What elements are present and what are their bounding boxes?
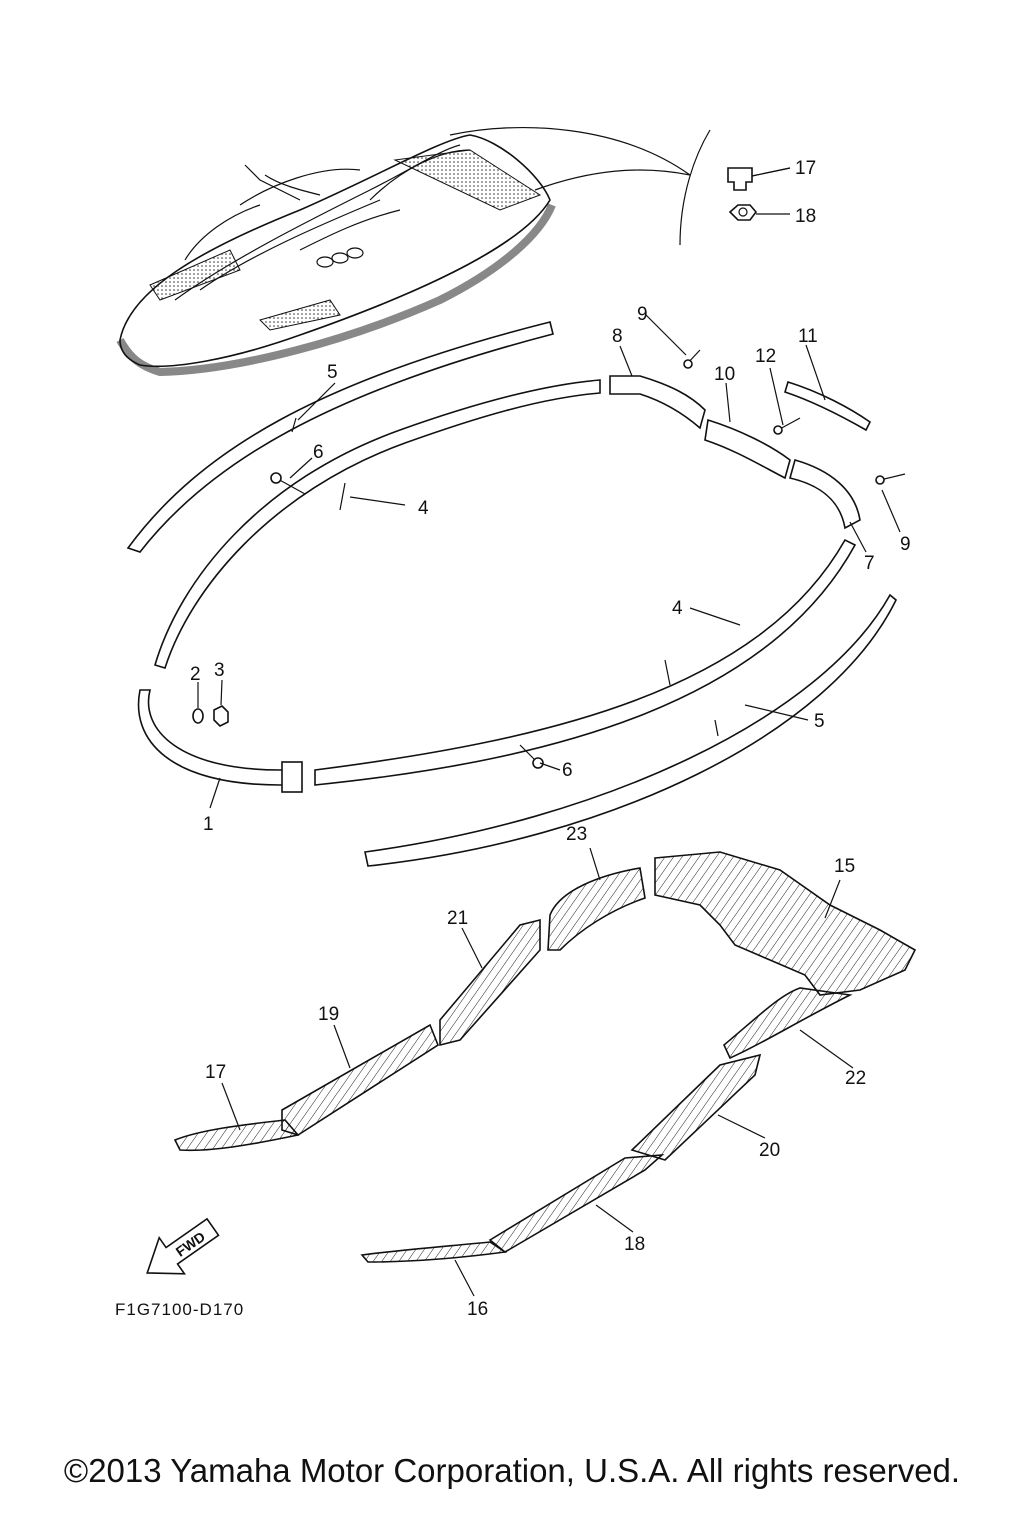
drawing-code: F1G7100-D170 bbox=[115, 1300, 244, 1319]
callout-2: 2 bbox=[190, 664, 201, 685]
mat-16 bbox=[360, 1241, 508, 1263]
callout-7: 7 bbox=[864, 553, 875, 574]
callout-11: 11 bbox=[798, 326, 818, 347]
rub-rail-5-upper bbox=[126, 321, 554, 553]
rivet-12 bbox=[773, 417, 801, 435]
corner-piece-7 bbox=[789, 459, 861, 530]
callout-22: 22 bbox=[845, 1068, 866, 1089]
mat-23 bbox=[547, 867, 646, 951]
callout-4-lower: 4 bbox=[672, 598, 683, 619]
callout-5-lower: 5 bbox=[814, 711, 825, 732]
corner-piece-8 bbox=[609, 375, 706, 430]
callout-4-upper: 4 bbox=[418, 498, 429, 519]
mat-15 bbox=[654, 851, 917, 996]
callout-6-upper: 6 bbox=[313, 442, 324, 463]
rub-rail-5-lower bbox=[364, 593, 897, 867]
callout-8: 8 bbox=[612, 326, 623, 347]
screw-6-upper bbox=[270, 472, 306, 495]
washer-2 bbox=[192, 708, 204, 724]
screw-6-lower bbox=[519, 744, 544, 769]
callout-18: 18 bbox=[624, 1234, 645, 1255]
callout-13: 17 bbox=[795, 158, 816, 179]
mat-20 bbox=[630, 1053, 762, 1161]
cap-nut-13 bbox=[727, 167, 791, 191]
callout-9-top: 9 bbox=[637, 304, 648, 325]
callout-labels: 17 18 5 6 4 9 8 11 12 10 9 7 4 2 3 5 6 1… bbox=[190, 158, 911, 1320]
callout-5-upper: 5 bbox=[327, 362, 338, 383]
callout-10: 10 bbox=[714, 364, 735, 385]
nut-3 bbox=[213, 705, 229, 727]
rivet-9-top bbox=[683, 349, 701, 369]
rail-1-front bbox=[137, 689, 301, 786]
callout-20: 20 bbox=[759, 1140, 780, 1161]
callout-21: 21 bbox=[447, 908, 468, 929]
callout-19: 19 bbox=[318, 1004, 339, 1025]
bracket bbox=[679, 129, 711, 246]
rail-piece-10 bbox=[704, 418, 791, 480]
forward-arrow: FWD bbox=[146, 1217, 220, 1275]
callout-9-right: 9 bbox=[900, 534, 911, 555]
callout-15: 15 bbox=[834, 856, 855, 877]
trim-strip-11 bbox=[784, 380, 872, 432]
rivet-9-right bbox=[875, 473, 906, 485]
copyright-notice: ©2013 Yamaha Motor Corporation, U.S.A. A… bbox=[63, 1452, 961, 1489]
callout-6-lower: 6 bbox=[562, 760, 573, 781]
callout-23: 23 bbox=[566, 824, 587, 845]
hex-nut-14 bbox=[728, 204, 790, 221]
callout-16: 16 bbox=[467, 1299, 488, 1320]
callout-17: 17 bbox=[205, 1062, 226, 1083]
mat-22 bbox=[723, 987, 853, 1060]
mat-21 bbox=[439, 918, 541, 1047]
leader-arc bbox=[534, 169, 691, 191]
callout-14: 18 bbox=[795, 206, 816, 227]
watercraft-illustration bbox=[116, 134, 556, 377]
rail-4-outer bbox=[154, 379, 601, 669]
rail-4-lower bbox=[314, 538, 857, 786]
mat-19 bbox=[281, 1023, 439, 1136]
callout-1: 1 bbox=[203, 814, 214, 835]
callout-3: 3 bbox=[214, 660, 225, 681]
callout-leaders bbox=[197, 167, 901, 1297]
leader-arc bbox=[449, 126, 691, 176]
mat-17 bbox=[173, 1119, 300, 1152]
callout-12: 12 bbox=[755, 346, 776, 367]
